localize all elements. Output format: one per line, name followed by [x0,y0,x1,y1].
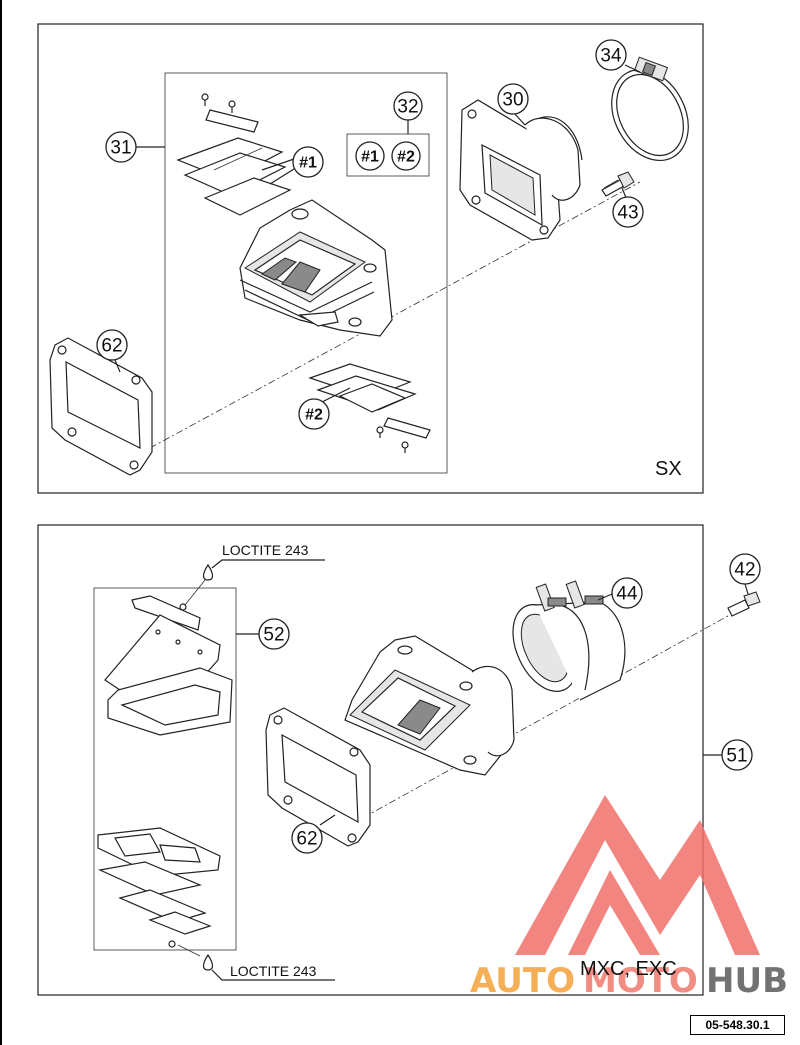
watermark-logo-mark [515,795,760,955]
svg-text:44: 44 [616,584,638,605]
bottom-panel: 52 44 42 51 62 LOCTITE 243 LOCTITE 243 [37,524,761,996]
loctite-leader-top [211,559,325,569]
callout-sub2-main: #2 [298,398,330,430]
callout-sub2-kit: #2 [391,141,421,171]
callout-44: 44 [611,577,643,609]
callout-43: 43 [612,196,644,228]
svg-text:51: 51 [726,746,747,767]
callout-sub1-main: #1 [292,146,324,178]
svg-text:32: 32 [397,97,418,118]
callout-30: 30 [497,83,529,115]
loctite-label-top: LOCTITE 243 [222,542,309,558]
top-assembly-axis [149,181,641,449]
reed-kit-parts-lower [97,827,221,948]
loctite-drop-top [202,563,214,581]
intake-gasket-bottom [265,707,371,847]
variant-label-mxc-exc: MXC, EXC [580,958,677,980]
loctite-leader-bottom [211,969,335,981]
loctite-arrow-bottom [177,944,201,957]
svg-text:52: 52 [263,625,284,646]
reed-valve-kit-frame [164,72,448,474]
kit-32-box [346,133,430,177]
callout-52: 52 [258,618,290,650]
watermark-auto: AUTO [470,961,575,1001]
callout-34: 34 [595,39,627,71]
leader-sub1 [261,158,295,171]
reed-valve-housing [344,635,515,776]
page-left-rule [0,0,2,1045]
reed-screws-top [201,93,236,113]
svg-text:34: 34 [600,46,622,67]
callout-62-top: 62 [96,329,128,361]
svg-text:#2: #2 [305,407,323,424]
reed-screws-bottom [376,426,409,453]
top-panel-frame [37,23,704,494]
hose-clamp [611,56,689,162]
callout-42: 42 [729,553,761,585]
callout-51: 51 [721,739,753,771]
callout-31: 31 [105,131,137,163]
reed-kit-52-frame [93,587,237,951]
intake-flange [459,99,583,241]
top-panel: 31 #1 32 #1 #2 30 34 43 62 #2 SX [37,23,704,494]
svg-text:#2: #2 [397,149,415,166]
intake-boot [512,580,626,701]
loctite-arrow-top [184,579,206,606]
svg-text:30: 30 [502,90,523,111]
watermark-moto: MOTO [583,961,698,1001]
svg-text:#1: #1 [361,149,379,166]
leader-34 [624,64,641,73]
svg-text:43: 43 [617,203,638,224]
leader-30 [513,112,526,126]
reed-petal-set-1 [176,137,292,216]
loctite-drop-bottom [202,953,214,971]
leader-42 [744,583,749,595]
bottom-assembly-axis [349,611,736,826]
lower-retainer-plate [383,417,431,439]
svg-text:31: 31 [110,138,131,159]
leader-sub1b [269,168,295,185]
leader-44 [597,593,613,601]
reed-petal-set-2 [308,363,417,413]
watermark-hub: HUB [706,961,788,1001]
reed-kit-parts-upper [104,595,233,736]
reed-cage-body [239,199,393,337]
variant-label-sx: SX [655,458,682,480]
leader-62-top [114,359,121,373]
svg-text:#1: #1 [299,155,317,172]
callout-sub1-kit: #1 [355,141,385,171]
callout-62-bottom: 62 [291,822,323,854]
flange-bolt [601,171,635,197]
diagram-reference-code: 05-548.30.1 [690,1015,785,1035]
intake-gasket-top [49,337,153,476]
callout-32: 32 [393,91,423,121]
bottom-panel-frame [37,524,704,996]
svg-text:62: 62 [101,336,122,357]
loctite-label-bottom: LOCTITE 243 [230,963,317,979]
automotohub-watermark: AUTO MOTO HUB [470,795,788,1001]
leader-62-bottom [319,814,336,826]
svg-text:42: 42 [734,560,755,581]
svg-text:62: 62 [296,829,317,850]
boot-bolt [727,591,761,617]
leader-sub2 [321,387,351,403]
reed-retainer-plate [205,109,259,133]
